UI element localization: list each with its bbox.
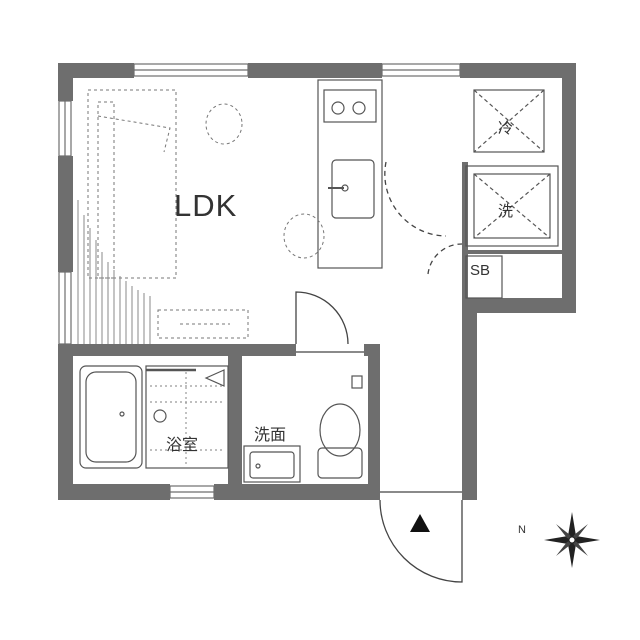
fridge-cross (473, 89, 545, 153)
storage-door-lower (427, 243, 463, 275)
doors (295, 161, 463, 583)
fridge-cross (473, 89, 545, 153)
windows (58, 63, 461, 499)
kitchen (317, 79, 383, 269)
compass-ray (568, 512, 576, 540)
washroom-fixtures (243, 375, 363, 483)
wall-top-left (58, 63, 134, 78)
wall-top-mid (248, 63, 382, 78)
wall-left-lower (58, 344, 73, 500)
walls (58, 63, 576, 500)
storage-door-upper (384, 161, 447, 237)
compass-ray (572, 536, 600, 544)
bathroom-fixtures (79, 365, 229, 469)
faucet-knob (341, 184, 349, 192)
shower-area (145, 365, 229, 469)
wall-bottom-mid (214, 484, 380, 500)
entrance-door-swing (379, 499, 463, 583)
wall-top-right (460, 63, 576, 78)
bed (87, 89, 177, 279)
compass-rose (544, 512, 600, 568)
wall-entrance-side (462, 298, 477, 500)
wash-drain (255, 463, 261, 469)
wall-wash-right (368, 344, 380, 500)
washer-box (465, 165, 559, 247)
wash-door-swing (295, 291, 349, 345)
burner-right (352, 101, 366, 115)
room-label-ldk: LDK (174, 188, 238, 223)
paper-holder (351, 375, 363, 389)
wash-basin-inner (249, 451, 295, 479)
washer-inner (473, 173, 551, 239)
compass-ray (568, 540, 576, 568)
compass-ray (556, 524, 572, 540)
wall-right-step (462, 298, 576, 313)
wall-left-mid (58, 156, 73, 272)
toilet-tank (317, 447, 363, 479)
burner-left (331, 101, 345, 115)
wall-right (562, 63, 576, 313)
chair-bottom (283, 213, 325, 259)
compass-ray (544, 536, 572, 544)
tv-board (157, 309, 249, 339)
kitchen-counter (317, 79, 383, 269)
toilet-bowl (319, 403, 361, 457)
wall-left-upper (58, 63, 73, 101)
compass-ray (572, 524, 588, 540)
chair-top (205, 103, 243, 145)
bed-blanket (97, 115, 171, 153)
wall-bath-wash (228, 356, 242, 484)
fridge-box (473, 89, 545, 153)
shower-drain (153, 409, 167, 423)
compass-ray (572, 540, 588, 556)
ldk-furniture (87, 89, 325, 339)
label-washer: 洗 (498, 203, 514, 220)
bed-pillow (97, 101, 115, 279)
washer-cross (473, 173, 551, 239)
entrance-marker (410, 514, 430, 532)
compass-ray (556, 540, 572, 556)
bath-door-arrow (204, 369, 225, 387)
label-shoe-box: SB (470, 262, 491, 279)
wall-bath-top (58, 344, 296, 356)
wash-basin (243, 445, 301, 483)
label-fridge: 冷 (498, 120, 514, 137)
room-label-washroom: 洗面 (254, 427, 287, 444)
shoe-box (465, 255, 503, 299)
loft-ladder (77, 200, 151, 344)
compass-center (568, 536, 576, 544)
wall-storage-left (462, 162, 468, 298)
room-label-bathroom: 浴室 (166, 437, 199, 454)
tub-drain (119, 411, 125, 417)
appliances (465, 89, 559, 299)
wall-storage-mid (462, 250, 562, 254)
bathtub (79, 365, 143, 469)
stove (323, 89, 377, 123)
bathtub-inner (85, 371, 137, 463)
compass-north-label: N (518, 524, 526, 536)
wall-bottom-left (58, 484, 170, 500)
